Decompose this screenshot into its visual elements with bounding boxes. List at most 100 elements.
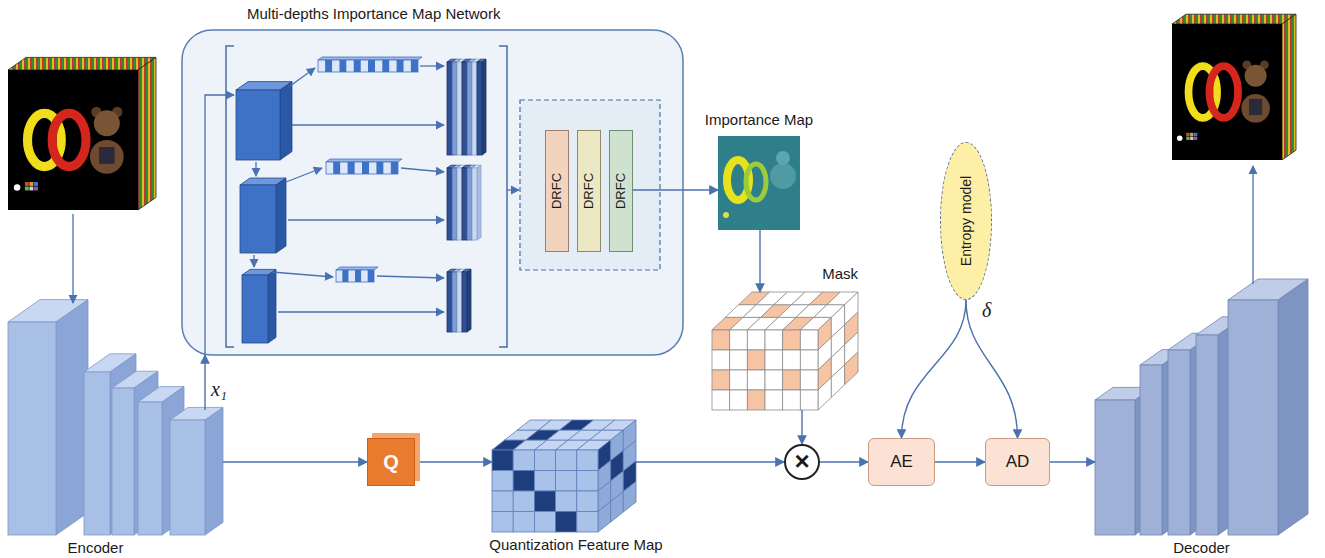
color-chart (1190, 137, 1193, 140)
flow-arrow (278, 311, 444, 312)
slab-side (268, 269, 276, 343)
cube-cell (800, 330, 818, 350)
slab-side (452, 269, 456, 332)
bar-stripe (342, 270, 348, 282)
slab-front (242, 275, 268, 343)
flow-connector (820, 461, 868, 462)
cube-side (138, 57, 156, 210)
cube-cell (534, 491, 555, 512)
color-chart (1186, 137, 1189, 140)
slab-side (472, 165, 476, 240)
cube-cell (577, 471, 598, 492)
slab-front (1095, 400, 1135, 535)
flow-arrow (420, 65, 444, 66)
entropy-label: Entropy model (958, 176, 974, 266)
slab-front (457, 62, 462, 155)
bar-stripe (361, 270, 367, 282)
coder-label: AE (890, 452, 913, 472)
quantizer-box: Q (367, 438, 415, 486)
heat-blob (746, 164, 766, 200)
cube-cell (783, 350, 801, 370)
cube-cell (800, 370, 818, 390)
bear-shirt (1249, 99, 1262, 115)
scene-front (1172, 24, 1282, 160)
flow-connector (801, 410, 802, 444)
drfc-block: DRFC (609, 130, 633, 252)
cube-cell (765, 350, 783, 370)
flow-connector (902, 300, 967, 438)
color-chart (34, 187, 38, 191)
slab-front (447, 62, 452, 155)
flow-arrow (290, 68, 315, 86)
encoder-block: Encoder (8, 298, 223, 535)
encoder-box: AE (868, 438, 935, 486)
flow-connector (759, 230, 760, 292)
cube-cell (598, 502, 611, 533)
drfc-block: DRFC (577, 130, 601, 252)
slab-front (467, 168, 472, 240)
flow-arrow (253, 255, 254, 267)
slab-side (452, 59, 456, 155)
bracket (226, 46, 234, 347)
flow-arrow (205, 95, 234, 355)
decoder-label: Decoder (1173, 539, 1230, 556)
slab-side (462, 59, 466, 155)
bar-stripe (376, 162, 383, 174)
slab-front (457, 168, 462, 240)
cube-cell (747, 350, 765, 370)
red-ring (1209, 66, 1238, 118)
slab-front (447, 272, 452, 332)
bar-outline (326, 162, 398, 174)
symbol-label: δ (982, 299, 991, 321)
mask-label: Mask (822, 265, 858, 282)
cube-cell (730, 330, 748, 350)
slab-side (280, 82, 292, 160)
bar-stripe (355, 162, 362, 174)
bar-stripe (325, 60, 332, 72)
bracket (499, 46, 507, 347)
bear-body (90, 140, 124, 174)
cube-cell (800, 350, 818, 370)
slab-front (1140, 365, 1162, 535)
slab-front (236, 90, 280, 160)
cube-cell (556, 471, 577, 492)
color-chart (29, 187, 33, 191)
cube-cell (831, 365, 844, 398)
cube-cell (765, 390, 783, 410)
flow-connector (966, 300, 1018, 438)
flow-connector (1050, 461, 1095, 462)
cube-cell (556, 491, 577, 512)
bar-stripe (368, 270, 374, 282)
decoder-box: AD (985, 438, 1050, 486)
cube-cell (556, 450, 577, 471)
network-panel: Multi-depths Importance Map NetworkDRFCD… (182, 30, 683, 355)
slab-front (467, 62, 472, 155)
block-label: DRFC (582, 173, 597, 209)
bar-stripe (391, 162, 398, 174)
variable-label: x₁ (211, 378, 227, 400)
quantizer-label: Q (383, 451, 399, 474)
bar-stripe (349, 270, 355, 282)
bar-stripe (404, 60, 411, 72)
slab-front (477, 62, 482, 155)
cube-cell (712, 330, 730, 350)
cube-cell (783, 390, 801, 410)
entropy-ellipse: Entropy model (940, 142, 992, 300)
scene-front (8, 70, 138, 210)
bar-stripe (332, 60, 339, 72)
slab-side (56, 300, 88, 535)
slab-front (447, 168, 452, 240)
cube-side (1282, 14, 1296, 160)
flow-connector (636, 461, 784, 462)
flow-arrow (507, 189, 519, 190)
cube-cell (730, 390, 748, 410)
slab-side (205, 407, 223, 535)
slab-front (170, 420, 205, 535)
bar-stripe (368, 60, 375, 72)
slab-side (1278, 279, 1308, 535)
flow-arrow (72, 214, 73, 303)
slab-front (138, 402, 162, 535)
bear-body (1241, 94, 1270, 123)
